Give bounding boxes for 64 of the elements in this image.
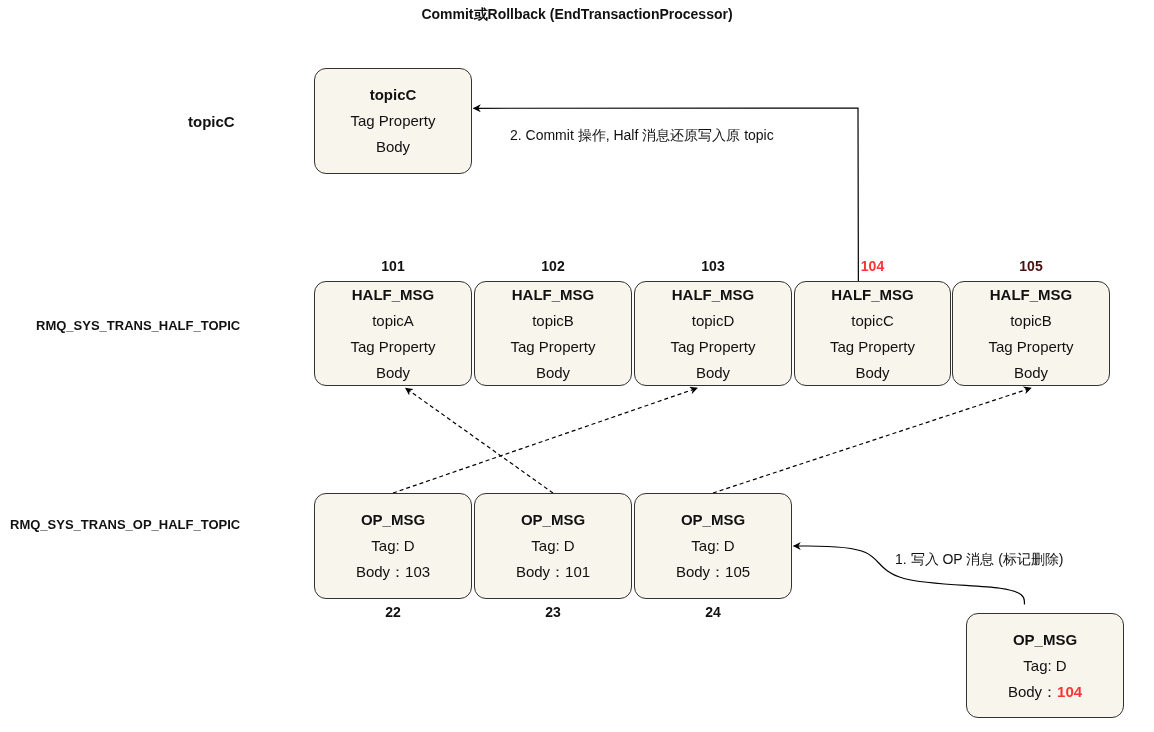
field-text: Tag Property <box>670 336 756 357</box>
field-text: Tag Property <box>829 336 915 357</box>
arrow <box>472 104 859 282</box>
arrow <box>405 387 554 494</box>
arrow <box>712 386 1032 494</box>
box-heading: HALF_MSG <box>989 284 1073 305</box>
diagram-title: Commit或Rollback (EndTransactionProcessor) <box>420 6 734 24</box>
message-box <box>634 281 792 386</box>
field-text: Tag Property <box>350 111 436 131</box>
box-heading: OP_MSG <box>520 510 586 530</box>
field-text: Body：101 <box>515 562 591 582</box>
field-text: Body <box>535 362 571 383</box>
topic-label: RMQ_SYS_TRANS_HALF_TOPIC <box>36 318 241 333</box>
field-text: Body <box>855 362 890 383</box>
box-heading: HALF_MSG <box>511 284 595 305</box>
message-box <box>474 493 632 599</box>
message-box <box>474 281 632 386</box>
box-heading: topicC <box>369 85 417 105</box>
box-heading: OP_MSG <box>360 510 426 530</box>
box-heading: HALF_MSG <box>831 284 914 305</box>
field-text: Tag: D <box>691 536 735 556</box>
field-text: Tag Property <box>350 336 436 357</box>
field-text: topicD <box>691 310 735 331</box>
arrow <box>792 542 1026 606</box>
field-text: Body：103 <box>355 562 431 582</box>
field-text: Tag: D <box>371 536 415 556</box>
box-heading: OP_MSG <box>1012 629 1078 650</box>
offset-number: 105 <box>1018 258 1044 274</box>
message-box <box>794 281 951 386</box>
field-text: Body <box>1013 362 1049 383</box>
topic-label: RMQ_SYS_TRANS_OP_HALF_TOPIC <box>10 517 241 532</box>
message-box <box>314 493 472 599</box>
message-box <box>634 493 792 599</box>
box-heading: OP_MSG <box>680 510 746 530</box>
offset-number: 102 <box>540 258 566 274</box>
offset-number: 101 <box>380 258 406 274</box>
message-box <box>314 68 472 174</box>
field-text: topicC <box>851 310 894 331</box>
field-text: topicB <box>1010 310 1052 331</box>
message-box <box>314 281 472 386</box>
field-text: Body：104 <box>1007 681 1083 702</box>
box-heading: HALF_MSG <box>671 284 755 305</box>
field-text: Tag Property <box>510 336 596 357</box>
topic-label: topicC <box>188 113 235 130</box>
field-text: Tag Property <box>988 336 1074 357</box>
offset-number: 23 <box>544 604 562 620</box>
offset-number: 24 <box>704 604 722 620</box>
field-text: Tag: D <box>1023 655 1067 676</box>
offset-number: 103 <box>700 258 726 274</box>
field-text: Body：105 <box>675 562 751 582</box>
field-text: topicB <box>532 310 574 331</box>
offset-number: 104 <box>859 258 886 274</box>
box-heading: HALF_MSG <box>351 284 435 305</box>
message-box <box>952 281 1110 386</box>
edge-label: 2. Commit 操作, Half 消息还原写入原 topic <box>508 127 776 145</box>
arrow <box>392 386 698 494</box>
edge-label: 1. 写入 OP 消息 (标记删除) <box>893 551 1066 569</box>
field-text: Tag: D <box>531 536 575 556</box>
field-text: Body <box>695 362 731 383</box>
message-box <box>966 613 1124 718</box>
field-text: Body <box>375 362 411 383</box>
field-text: topicA <box>372 310 414 331</box>
field-text: Body <box>375 137 411 157</box>
offset-number: 22 <box>384 604 402 620</box>
